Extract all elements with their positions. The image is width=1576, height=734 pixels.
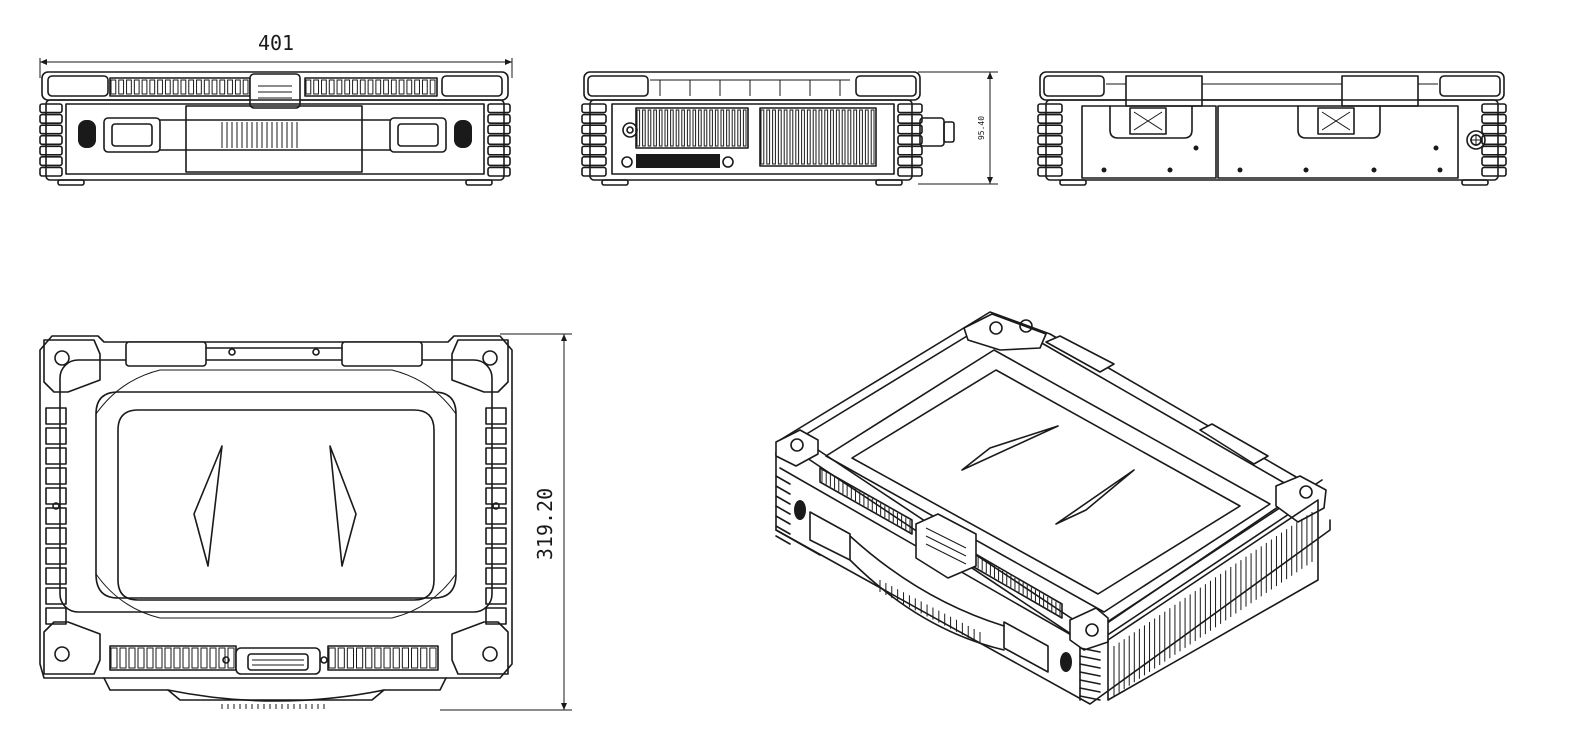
height-label: 95.40 — [977, 116, 986, 140]
width-dimension: 401 — [39, 31, 513, 78]
isometric-view — [775, 311, 1331, 705]
depth-label: 319.20 — [533, 488, 557, 560]
side-view-right — [1037, 71, 1507, 186]
depth-dimension: 319.20 — [440, 333, 572, 711]
width-label: 401 — [258, 31, 294, 55]
side-view-left: 95.40 — [581, 71, 998, 186]
height-dimension: 95.40 — [918, 71, 998, 185]
front-view: 401 — [39, 31, 513, 186]
top-view: 319.20 — [39, 333, 572, 711]
